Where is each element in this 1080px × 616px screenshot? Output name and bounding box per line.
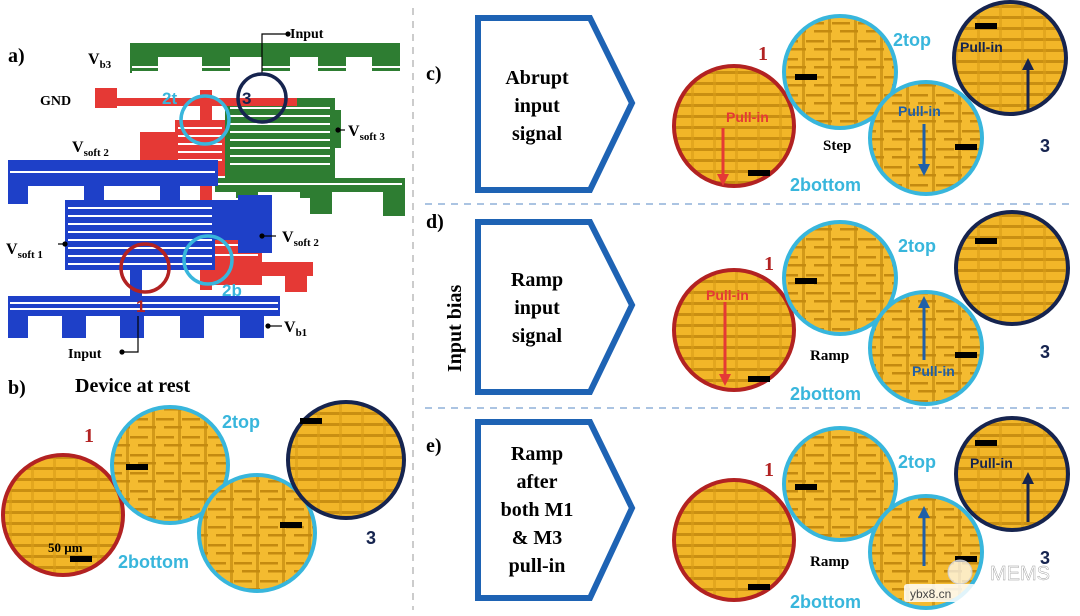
micrograph-e-1 <box>672 478 796 602</box>
device-schematic <box>8 31 405 355</box>
micrograph-c-1 <box>672 64 796 188</box>
arrow-d-line1: Ramp <box>511 269 563 291</box>
c-label-1: 1 <box>758 43 768 65</box>
c-label-2top: 2top <box>893 30 931 50</box>
panel-label-e: e) <box>426 435 442 457</box>
watermark-text: MEMS <box>990 563 1050 585</box>
arrow-c-line3: signal <box>512 123 562 145</box>
input-bias-label: Input bias <box>444 285 466 372</box>
d-label-2top: 2top <box>898 236 936 256</box>
micrograph-rest-1 <box>1 453 125 577</box>
arrow-e-line1: Ramp <box>511 443 563 465</box>
c-mode-label: Step <box>823 138 851 154</box>
arrow-shape-d <box>475 219 636 395</box>
d-pullin-1: Pull-in <box>706 287 749 303</box>
input-top-label: Input <box>290 27 324 42</box>
arrow-shape-c <box>475 15 636 193</box>
micrograph-d-2bottom <box>868 290 984 406</box>
panel-label-b: b) <box>8 377 26 399</box>
arrow-e-line4: & M3 <box>512 527 563 549</box>
micrograph-rest-2top <box>110 405 230 525</box>
vb1-label: Vb1 <box>284 319 307 339</box>
vsoft3-label: Vsoft 3 <box>348 123 385 143</box>
arrow-e-line3: both M1 <box>501 499 574 521</box>
e-label-3: 3 <box>1040 548 1050 568</box>
c-label-3: 3 <box>1040 136 1050 156</box>
d-label-2bottom: 2bottom <box>790 384 861 404</box>
micrograph-e-2top <box>782 426 898 542</box>
micrograph-rest-3 <box>286 400 406 520</box>
region-circle-2b <box>182 234 234 286</box>
arrow-d-line2: input <box>514 297 560 319</box>
micrograph-d-3 <box>954 210 1070 326</box>
watermark: MEMS ybx8.cn <box>904 559 1050 602</box>
c-pullin-2b: Pull-in <box>898 103 941 119</box>
d-pullin-2b: Pull-in <box>912 363 955 379</box>
e-mode-label: Ramp <box>810 554 849 570</box>
region-circle-3 <box>236 72 288 124</box>
e-pullin-3: Pull-in <box>970 455 1013 471</box>
arrow-d-line3: signal <box>512 325 562 347</box>
d-label-3: 3 <box>1040 342 1050 362</box>
micrograph-c-3 <box>952 0 1068 116</box>
micrograph-d-2top <box>782 220 898 336</box>
arrow-e-line5: pull-in <box>509 555 566 577</box>
vsoft2-red-label: Vsoft 2 <box>72 139 109 159</box>
micrograph-e-3 <box>954 416 1070 532</box>
rest-label-3: 3 <box>366 528 376 548</box>
d-mode-label: Ramp <box>810 348 849 364</box>
input-bottom-label: Input <box>68 347 102 362</box>
micrograph-rest-2bottom <box>197 473 317 593</box>
rest-label-2top: 2top <box>222 412 260 432</box>
c-pullin-1: Pull-in <box>726 109 769 125</box>
e-label-1: 1 <box>764 459 774 481</box>
c-label-2bottom: 2bottom <box>790 175 861 195</box>
mark-1: 1 <box>136 297 145 316</box>
rest-label-1: 1 <box>84 425 94 447</box>
e-label-2top: 2top <box>898 452 936 472</box>
arrow-c-line1: Abrupt <box>505 67 569 89</box>
watermark-site: ybx8.cn <box>910 587 951 601</box>
vsoft1-label: Vsoft 1 <box>6 241 43 261</box>
arrow-e-line2: after <box>516 471 557 493</box>
mark-2t: 2t <box>162 89 177 108</box>
panel-label-c: c) <box>426 63 442 85</box>
rest-label-2bottom: 2bottom <box>118 552 189 572</box>
panel-label-a: a) <box>8 45 25 67</box>
scale-bar-label: 50 µm <box>48 540 83 555</box>
mark-2b: 2b <box>222 281 242 300</box>
micrograph-c-2bottom <box>868 80 984 196</box>
rest-title: Device at rest <box>75 375 190 397</box>
panel-label-d: d) <box>426 211 444 233</box>
gnd-label: GND <box>40 94 71 109</box>
vb3-label: Vb3 <box>88 51 112 71</box>
arrow-c-line2: input <box>514 95 560 117</box>
vsoft2-blue-label: Vsoft 2 <box>282 229 319 249</box>
arrow-shape-e <box>475 419 636 601</box>
region-circle-1 <box>119 242 171 294</box>
e-label-2bottom: 2bottom <box>790 592 861 612</box>
d-label-1: 1 <box>764 253 774 275</box>
region-circle-2t <box>179 94 231 146</box>
c-pullin-3: Pull-in <box>960 39 1003 55</box>
micrograph-d-1 <box>672 268 796 392</box>
mark-3: 3 <box>242 89 251 108</box>
micrograph-c-2top <box>782 14 898 130</box>
